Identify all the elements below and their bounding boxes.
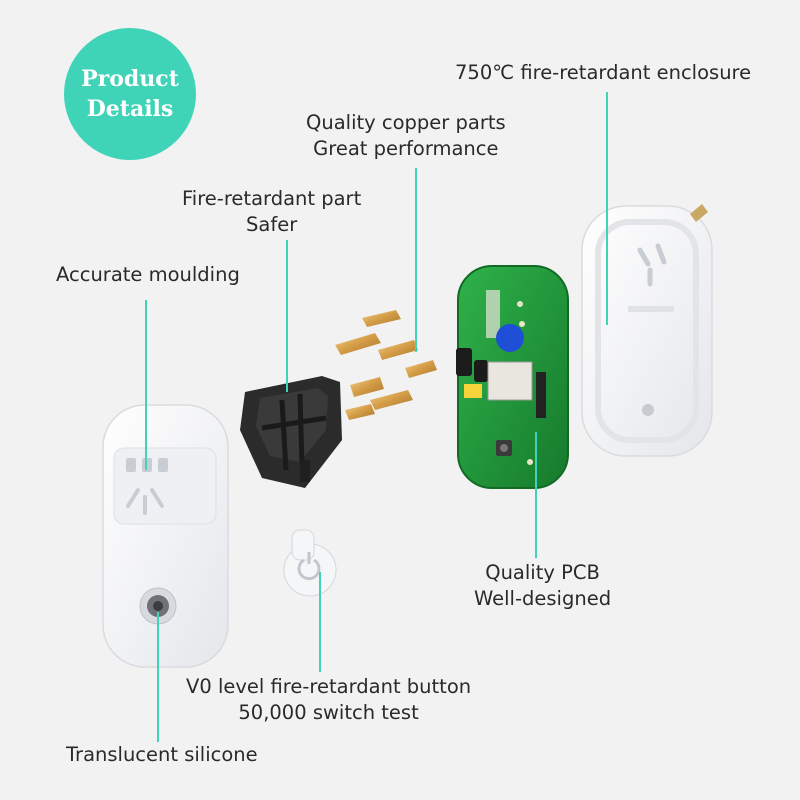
label-fire-part-line2: Safer [246, 213, 298, 236]
power-button-part [283, 529, 337, 597]
label-silicone-text: Translucent silicone [66, 743, 258, 766]
label-copper-line1: Quality copper parts [306, 111, 506, 134]
label-button: V0 level fire-retardant button 50,000 sw… [186, 674, 471, 726]
label-pcb-line1: Quality PCB [485, 561, 600, 584]
label-button-line2: 50,000 switch test [238, 701, 419, 724]
label-enclosure-text: 750℃ fire-retardant enclosure [455, 61, 752, 84]
badge-line1: Product [81, 66, 179, 92]
fire-retardant-frame [240, 376, 342, 488]
label-copper-parts: Quality copper parts Great performance [306, 110, 506, 162]
pcb-board [456, 265, 569, 489]
label-pcb: Quality PCB Well-designed [474, 560, 611, 612]
label-pcb-line2: Well-designed [474, 587, 612, 610]
label-button-line1: V0 level fire-retardant button [186, 675, 472, 698]
label-silicone: Translucent silicone [66, 742, 258, 768]
leader-lines [145, 92, 608, 742]
label-moulding-text: Accurate moulding [56, 263, 240, 286]
label-fire-retardant-part: Fire-retardant part Safer [182, 186, 361, 238]
label-enclosure: 750℃ fire-retardant enclosure [455, 60, 751, 86]
product-details-badge: Product Details [64, 28, 196, 160]
label-moulding: Accurate moulding [56, 262, 240, 288]
copper-parts [335, 310, 437, 420]
front-cover [102, 404, 229, 668]
badge-line2: Details [86, 96, 174, 122]
label-copper-line2: Great performance [313, 137, 499, 160]
label-fire-part-line1: Fire-retardant part [182, 187, 362, 210]
rear-enclosure [581, 204, 713, 457]
